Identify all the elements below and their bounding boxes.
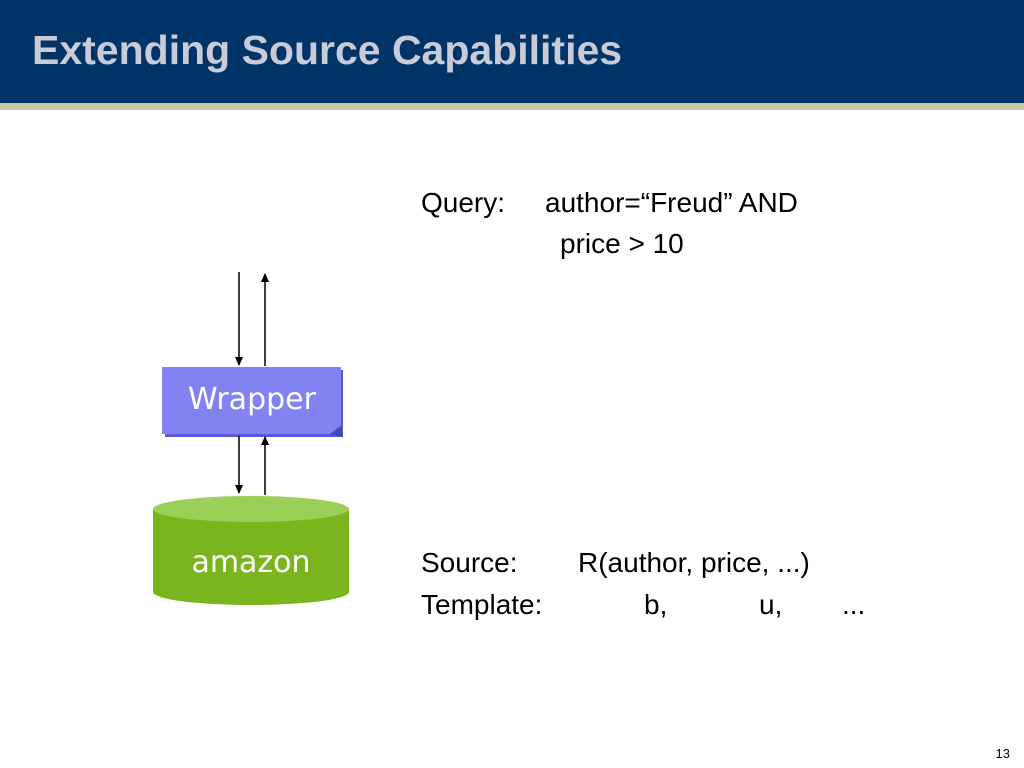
source-relation: R(author, price, ...) xyxy=(578,547,810,578)
template-label: Template: xyxy=(421,589,543,620)
query-condition-2: price > 10 xyxy=(560,228,684,259)
source-label: Source: xyxy=(421,547,518,578)
query-condition-1: author=“Freud” AND xyxy=(545,187,798,218)
query-label: Query: xyxy=(421,187,506,218)
title-divider xyxy=(0,103,1024,110)
amazon-label: amazon xyxy=(191,545,310,580)
slide-title: Extending Source Capabilities xyxy=(32,27,623,73)
amazon-database: amazon xyxy=(153,496,349,605)
template-value-rest: ... xyxy=(842,589,866,620)
wrapper-label: Wrapper xyxy=(188,382,317,417)
wrapper-box: Wrapper xyxy=(162,367,343,437)
template-value-author: b, xyxy=(644,589,668,620)
title-bar xyxy=(0,0,1024,103)
page-number: 13 xyxy=(995,746,1010,761)
template-value-price: u, xyxy=(759,589,783,620)
